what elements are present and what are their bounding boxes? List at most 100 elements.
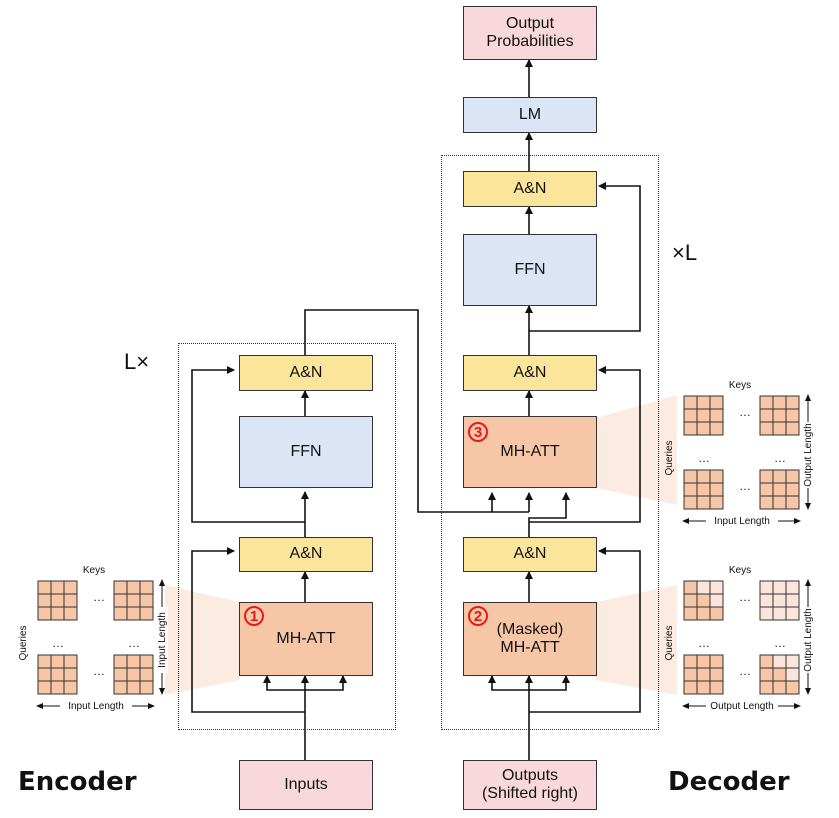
cross-matrix-cell — [696, 421, 711, 436]
outputs-box: Outputs (Shifted right) — [463, 760, 597, 810]
masked-matrix-cell — [696, 680, 711, 695]
cross-matrix-cell — [683, 421, 698, 436]
cross-matrix-cell — [759, 421, 774, 436]
output-probabilities-box: Output Probabilities — [463, 6, 597, 60]
masked-matrix-cell — [759, 654, 774, 669]
enc-matrix-cell — [50, 580, 65, 595]
masked-matrix-cell — [709, 667, 724, 682]
masked-matrix-cell — [709, 680, 724, 695]
cross-matrix-cell — [683, 469, 698, 484]
masked-matrix-cell — [772, 580, 787, 595]
enc-matrix-cell — [126, 667, 141, 682]
enc-matrix-cell — [139, 580, 154, 595]
masked-matrix-cell — [683, 667, 698, 682]
output-probabilities-line1: Output — [505, 14, 555, 32]
masked-attention-line1: (Masked) — [496, 620, 564, 638]
masked-matrix-dots-h1: … — [739, 590, 751, 604]
decoder-repeat-label: ×L — [672, 240, 698, 265]
enc-matrix-cell — [139, 680, 154, 695]
masked-matrix-cell — [785, 606, 800, 621]
enc-matrix-keys-label: Keys — [83, 565, 105, 576]
encoder-an-top-box: A&N — [239, 355, 373, 391]
masked-matrix-col-arrow-left — [682, 703, 689, 709]
masked-matrix-dots-v1: … — [698, 636, 710, 650]
cross-matrix-cell — [772, 395, 787, 410]
cross-matrix-cell — [696, 408, 711, 423]
outputs-line2: (Shifted right) — [481, 785, 579, 802]
decoder-an-mid-box: A&N — [463, 355, 597, 391]
enc-matrix-y-label: Input Length — [157, 612, 168, 668]
cross-matrix-cell — [683, 408, 698, 423]
encoder-an-low-box: A&N — [239, 537, 373, 572]
cross-matrix-cell — [709, 421, 724, 436]
cross-matrix-cell — [785, 495, 800, 510]
masked-matrix-cell — [759, 580, 774, 595]
enc-matrix-cell — [37, 654, 52, 669]
cross-matrix-cell — [696, 469, 711, 484]
masked-matrix-col-label-bg — [706, 699, 778, 712]
enc-matrix-cell — [126, 593, 141, 608]
masked-matrix-cell — [683, 680, 698, 695]
cross-matrix-col-label-bg — [706, 514, 778, 527]
output-probabilities-line2: Probabilities — [486, 33, 574, 50]
masked-matrix-cell — [759, 667, 774, 682]
cross-matrix-cell — [772, 482, 787, 497]
cross-matrix-dots-v2: … — [774, 451, 786, 465]
masked-matrix-cell — [772, 667, 787, 682]
cross-matrix-cell — [709, 395, 724, 410]
cross-matrix-cell — [759, 395, 774, 410]
decoder-ffn-box: FFN — [463, 234, 597, 306]
cross-matrix-cell — [785, 395, 800, 410]
enc-matrix-cell — [50, 680, 65, 695]
cross-matrix-row-label-bg — [802, 422, 814, 488]
cross-matrix-dots-h1: … — [739, 405, 751, 419]
enc-matrix-cell — [63, 580, 78, 595]
masked-matrix-cell — [759, 606, 774, 621]
masked-matrix-cell — [772, 654, 787, 669]
masked-matrix-row-arrow-down — [805, 688, 811, 695]
enc-matrix-cell — [37, 593, 52, 608]
enc-matrix-cell — [63, 667, 78, 682]
cross-matrix-cell — [772, 495, 787, 510]
enc-matrix-cell — [113, 667, 128, 682]
cross-matrix-cell — [785, 482, 800, 497]
cross-matrix-cell — [759, 495, 774, 510]
cross-matrix-cell — [709, 495, 724, 510]
masked-matrix-cell — [696, 654, 711, 669]
masked-matrix-dots-v2: … — [774, 636, 786, 650]
enc-matrix-cell — [37, 606, 52, 621]
enc-matrix-cell — [50, 593, 65, 608]
enc-matrix-col-arrow-right — [148, 703, 155, 709]
encoder-layer-frame — [178, 343, 396, 730]
cross-matrix-cell — [709, 408, 724, 423]
cross-matrix-x-label: Input Length — [714, 516, 770, 527]
masked-matrix-keys-label: Keys — [729, 565, 751, 576]
cross-matrix-cell — [709, 469, 724, 484]
cross-matrix-cell — [759, 482, 774, 497]
enc-matrix-cell — [37, 680, 52, 695]
enc-matrix-col-label-bg — [60, 699, 132, 712]
masked-matrix-cell — [709, 606, 724, 621]
masked-matrix-row-label-bg — [802, 607, 814, 673]
cross-matrix-cell — [759, 469, 774, 484]
cross-matrix-queries-label: Queries — [664, 440, 675, 475]
enc-matrix-cell — [63, 593, 78, 608]
enc-matrix-cell — [139, 606, 154, 621]
cross-matrix-row-arrow-down — [805, 503, 811, 510]
masked-matrix-cell — [772, 593, 787, 608]
masked-zoom-wedge — [596, 585, 677, 695]
enc-matrix-cell — [126, 654, 141, 669]
cross-matrix-cell — [785, 469, 800, 484]
masked-matrix-cell — [696, 580, 711, 595]
enc-matrix-cell — [37, 667, 52, 682]
enc-matrix-cell — [113, 680, 128, 695]
enc-matrix-cell — [113, 580, 128, 595]
enc-matrix-x-label: Input Length — [68, 701, 124, 712]
enc-matrix-cell — [126, 606, 141, 621]
cross-matrix-cell — [696, 495, 711, 510]
masked-matrix-cell — [709, 654, 724, 669]
cross-matrix-cell — [759, 408, 774, 423]
cross-matrix-dots-v1: … — [698, 451, 710, 465]
